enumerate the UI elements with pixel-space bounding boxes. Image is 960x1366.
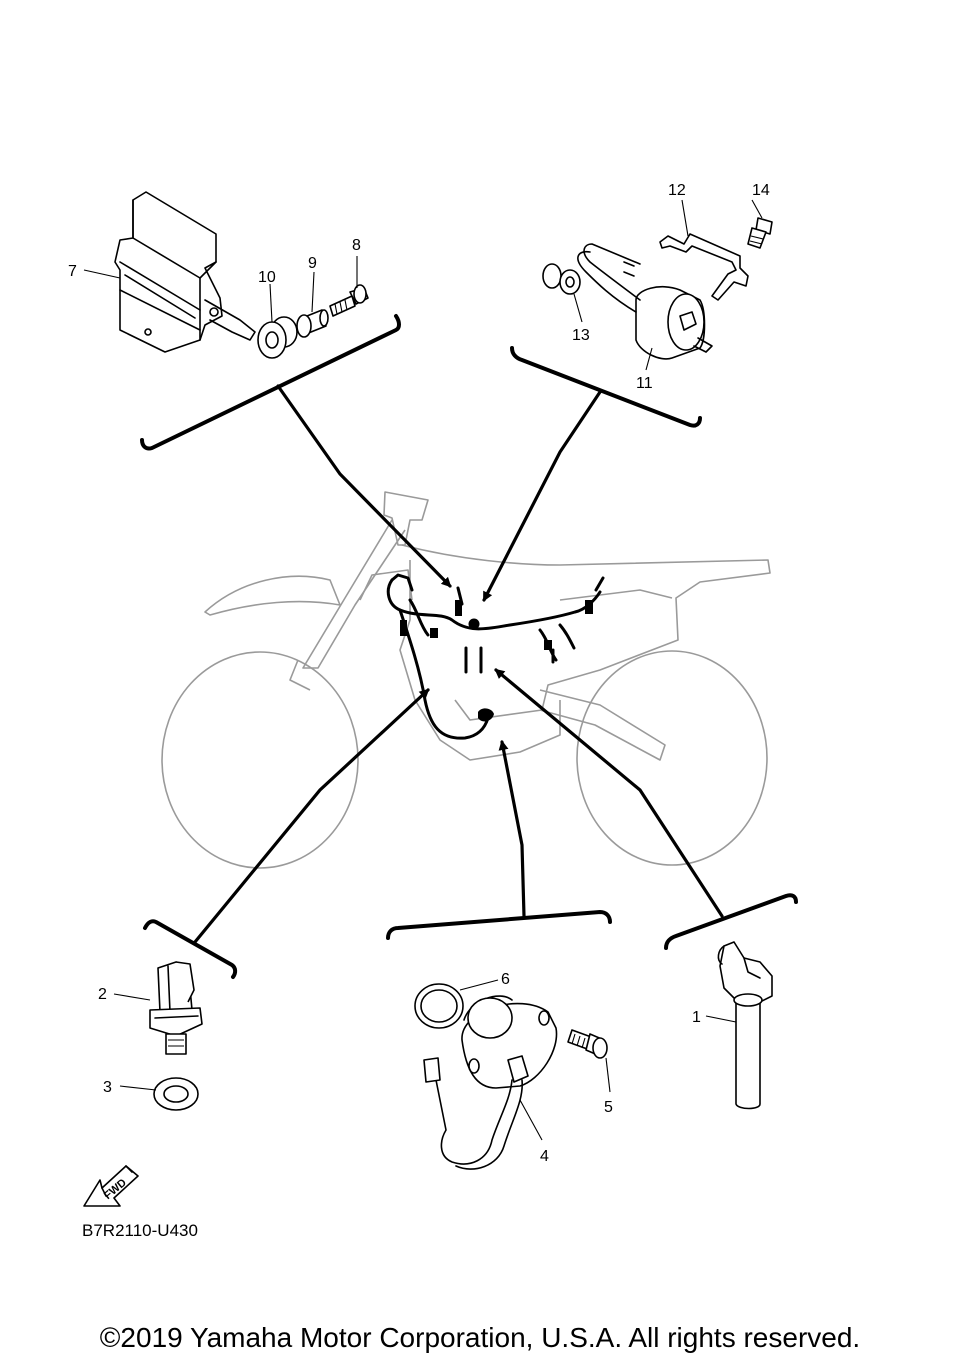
fwd-arrow-icon: FWD <box>83 1165 139 1207</box>
temperature-sensor <box>149 961 203 1055</box>
copyright-notice: ©2019 Yamaha Motor Corporation, U.S.A. A… <box>99 1322 861 1353</box>
callout-11: 11 <box>636 375 653 392</box>
callout-5: 5 <box>604 1099 613 1116</box>
callout-4: 4 <box>540 1148 549 1165</box>
drawing-code: B7R2110-U430 <box>82 1221 198 1240</box>
ecu-unit <box>114 191 256 353</box>
bolt-14 <box>747 217 773 249</box>
coil-bracket <box>659 233 749 301</box>
speed-sensor <box>423 995 558 1170</box>
group-brackets <box>140 314 798 979</box>
callout-14: 14 <box>752 182 770 199</box>
callout-7: 7 <box>68 263 77 280</box>
callout-labels: 7 10 9 8 12 14 13 11 2 3 6 5 4 1 <box>68 182 770 1165</box>
callout-13: 13 <box>572 327 590 344</box>
spark-plug-cap <box>542 263 581 295</box>
wire-harness <box>386 573 605 740</box>
o-ring <box>414 983 464 1029</box>
callout-1: 1 <box>692 1009 701 1026</box>
callout-8: 8 <box>352 237 361 254</box>
motorcycle-outline <box>161 491 771 869</box>
bolt-5 <box>567 1029 608 1059</box>
washer <box>153 1077 199 1111</box>
collar <box>296 309 329 338</box>
callout-2: 2 <box>98 986 107 1003</box>
callout-10: 10 <box>258 269 276 286</box>
callout-12: 12 <box>668 182 686 199</box>
grommet <box>257 316 298 359</box>
bolt-8 <box>329 284 369 317</box>
callout-3: 3 <box>103 1079 112 1096</box>
callout-9: 9 <box>308 255 317 272</box>
ignition-coil <box>577 243 713 360</box>
callout-6: 6 <box>501 971 510 988</box>
plug-lead <box>717 941 773 1110</box>
